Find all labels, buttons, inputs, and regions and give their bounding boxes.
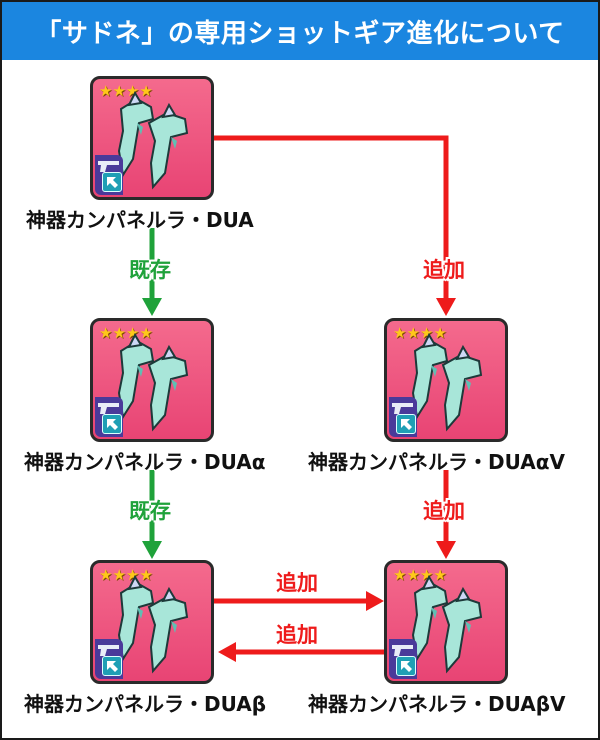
rarity-stars: ★★★★ [393,324,447,342]
edge-label-alpha-to-beta: 既存 [129,499,171,523]
page-title: 「サドネ」の専用ショットギア進化について [35,18,565,49]
gun-icon [411,574,483,674]
node-label-dua-alpha-v: 神器カンパネルラ・DUAαV [308,450,565,474]
gun-icon [117,90,189,190]
type-badge [95,155,123,195]
arrow-up-left-icon [102,414,122,434]
arrow-up-left-icon [396,656,416,676]
shot-gear-card-dua-alpha: ★★★★ [90,318,214,442]
edge-label-dua-to-alpha-v: 追加 [423,258,465,282]
node-label-dua-beta: 神器カンパネルラ・DUAβ [24,692,267,716]
rarity-stars: ★★★★ [99,566,153,584]
title-bar: 「サドネ」の専用ショットギア進化について [2,2,598,60]
rarity-stars: ★★★★ [393,566,447,584]
type-badge [389,639,417,679]
node-label-dua: 神器カンパネルラ・DUA [26,208,254,232]
shot-gear-card-dua: ★★★★ [90,76,214,200]
pistol-icon [392,645,413,656]
edge-beta-to-beta-v-arrowhead [366,591,384,611]
pistol-icon [98,403,119,414]
pistol-icon [392,403,413,414]
gun-icon [117,332,189,432]
rarity-stars: ★★★★ [99,324,153,342]
edge-alpha-v-to-beta-v-arrowhead [436,541,456,559]
edge-label-alpha-v-to-beta-v: 追加 [423,499,465,523]
rarity-stars: ★★★★ [99,82,153,100]
edge-dua-to-alpha-v-arrowhead [436,298,456,316]
edge-dua-to-alpha-arrowhead [142,298,162,316]
arrow-up-left-icon [396,414,416,434]
pistol-icon [98,161,119,172]
edge-beta-v-to-beta-arrowhead [218,642,236,662]
arrow-up-left-icon [102,656,122,676]
gun-icon [117,574,189,674]
shot-gear-card-dua-beta: ★★★★ [90,560,214,684]
node-label-dua-alpha: 神器カンパネルラ・DUAα [24,450,266,474]
pistol-icon [98,645,119,656]
edge-label-dua-to-alpha: 既存 [129,258,171,282]
edge-alpha-to-beta-arrowhead [142,541,162,559]
gun-icon [411,332,483,432]
edge-dua-to-alpha-v [214,135,449,300]
type-badge [95,397,123,437]
edge-label-beta-to-beta-v: 追加 [276,571,318,595]
edge-label-beta-v-to-beta: 追加 [276,623,318,647]
shot-gear-card-dua-alpha-v: ★★★★ [384,318,508,442]
type-badge [389,397,417,437]
arrow-up-left-icon [102,172,122,192]
shot-gear-card-dua-beta-v: ★★★★ [384,560,508,684]
node-label-dua-beta-v: 神器カンパネルラ・DUAβV [308,692,566,716]
type-badge [95,639,123,679]
